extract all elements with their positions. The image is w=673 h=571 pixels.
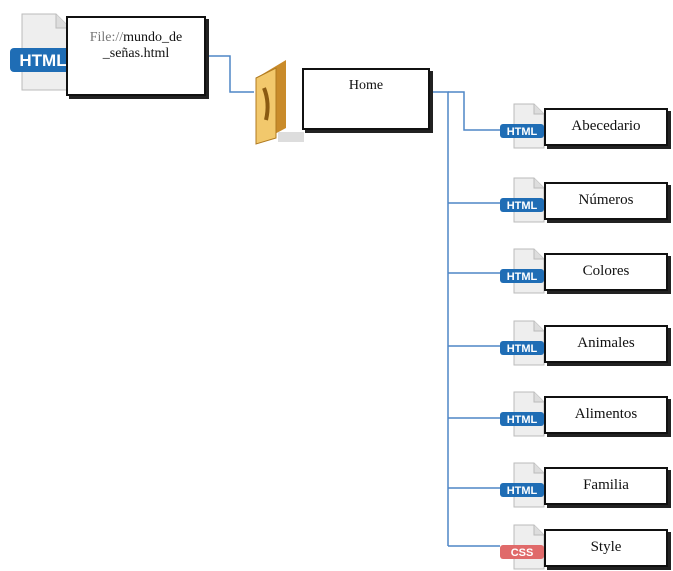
child-page-7-box[interactable]: Style <box>544 529 668 567</box>
child-page-label: Animales <box>577 335 635 352</box>
child-page-1-box[interactable]: Abecedario <box>544 108 668 146</box>
html-file-icon: HTML <box>500 320 545 366</box>
child-page-label: Alimentos <box>574 406 638 423</box>
child-page-6-box[interactable]: Familia <box>544 467 668 505</box>
html-file-icon: HTML <box>500 177 545 223</box>
child-page-2-box[interactable]: Números <box>544 182 668 220</box>
child-page-label: Style <box>590 539 622 556</box>
file-icon-text: HTML <box>507 271 538 283</box>
html-file-icon: HTML <box>500 462 545 508</box>
root-file-protocol: File:// <box>89 30 124 45</box>
file-icon-text: HTML <box>507 414 538 426</box>
root-file-box[interactable]: File://mundo_de _señas.html <box>66 16 206 96</box>
root-file-name-line2: _señas.html <box>102 46 170 62</box>
connector-root-home <box>206 55 254 93</box>
child-page-4-box[interactable]: Animales <box>544 325 668 363</box>
root-icon-text: HTML <box>19 51 66 70</box>
connector-home-abecedario <box>448 91 500 131</box>
file-icon-text: HTML <box>507 200 538 212</box>
child-page-label: Números <box>578 192 634 209</box>
child-page-3-box[interactable]: Colores <box>544 253 668 291</box>
html-file-icon: HTML <box>500 248 545 294</box>
file-icon-text: HTML <box>507 126 538 138</box>
child-page-5-box[interactable]: Alimentos <box>544 396 668 434</box>
folder-icon <box>255 60 304 145</box>
child-page-label: Abecedario <box>571 118 641 135</box>
connector-home-trunk <box>430 91 449 546</box>
home-label: Home <box>348 78 384 93</box>
file-icon-text: CSS <box>511 547 534 559</box>
file-icon-text: HTML <box>507 485 538 497</box>
home-node-box[interactable]: Home <box>302 68 430 130</box>
html-file-icon: HTML <box>500 103 545 149</box>
css-file-icon: CSS <box>500 524 545 570</box>
child-page-label: Colores <box>582 263 630 280</box>
child-page-label: Familia <box>583 477 629 494</box>
file-icon-text: HTML <box>507 343 538 355</box>
html-file-icon: HTML <box>500 391 545 437</box>
root-file-name-line1: mundo_de <box>123 30 183 45</box>
